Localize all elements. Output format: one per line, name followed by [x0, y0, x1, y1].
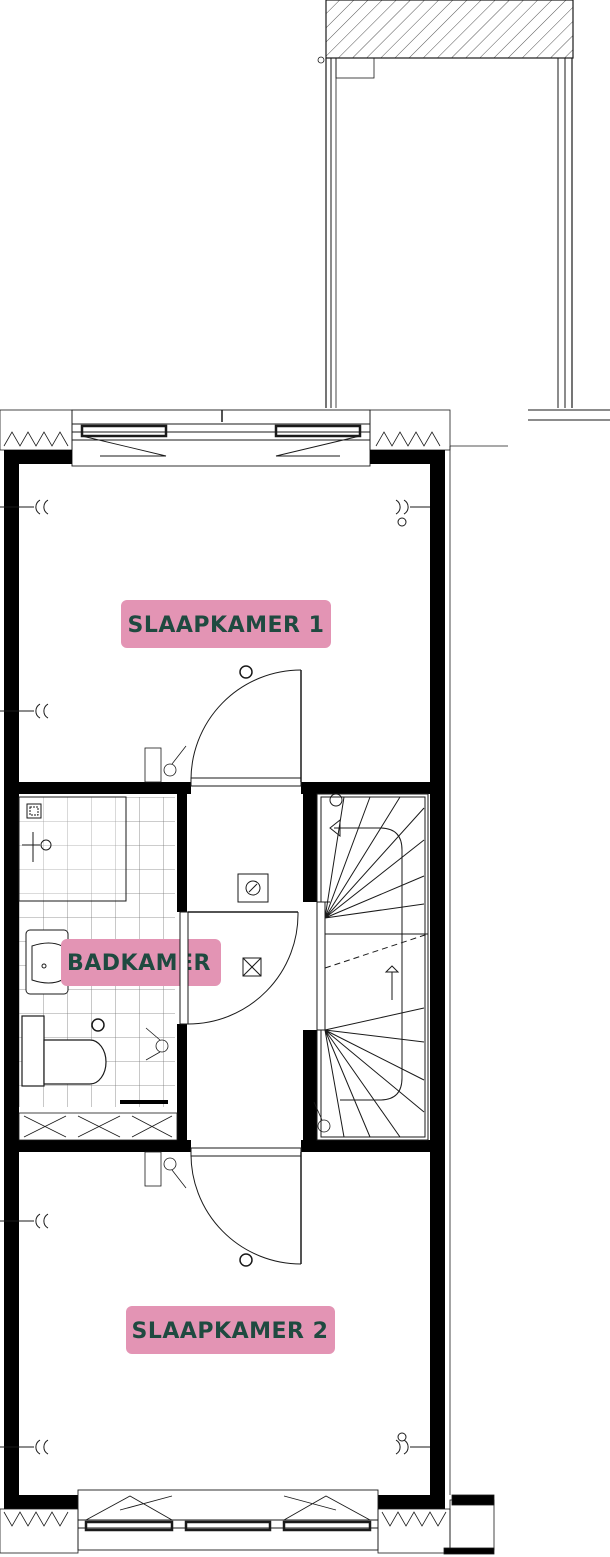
door-slaapkamer-2[interactable]	[190, 1147, 302, 1265]
room-label-slaapkamer-2: SLAAPKAMER 2	[132, 1319, 329, 1344]
facade-bottom	[0, 1494, 495, 1555]
light-point-icon	[91, 1018, 105, 1032]
toilet-icon	[21, 1015, 107, 1087]
staircase	[316, 793, 429, 1141]
socket-icon	[0, 703, 49, 719]
socket-icon	[395, 499, 430, 527]
room-badkamer: BADKAMER	[18, 796, 221, 1141]
hall	[179, 873, 331, 1133]
room-slaapkamer-2: SLAAPKAMER 2	[0, 1147, 430, 1455]
balcony-hatched-beam	[325, 0, 574, 59]
door-slaapkamer-1[interactable]	[190, 669, 302, 787]
switch-icon	[145, 1027, 169, 1061]
window-bottom	[77, 1489, 379, 1551]
walls	[4, 450, 445, 1509]
balcony	[317, 0, 610, 421]
door-badkamer[interactable]	[179, 911, 299, 1025]
light-switch-icon	[144, 745, 187, 783]
shaft-area	[18, 1112, 178, 1141]
room-label-slaapkamer-1: SLAAPKAMER 1	[128, 613, 325, 638]
light-point-icon	[239, 1253, 253, 1267]
room-label-badkamer: BADKAMER	[67, 951, 211, 976]
room-slaapkamer-1: SLAAPKAMER 1	[0, 499, 430, 787]
drain-bar	[120, 1100, 168, 1104]
shower-area	[18, 796, 127, 902]
socket-icon	[0, 1439, 49, 1455]
light-switch-icon	[144, 1151, 187, 1189]
socket-icon	[0, 1213, 49, 1229]
smoke-detector-icon	[242, 957, 262, 977]
thermostat-icon	[237, 873, 269, 903]
window-top	[71, 409, 371, 467]
socket-icon	[0, 499, 49, 515]
light-point-icon	[239, 665, 253, 679]
socket-icon	[395, 1432, 430, 1455]
